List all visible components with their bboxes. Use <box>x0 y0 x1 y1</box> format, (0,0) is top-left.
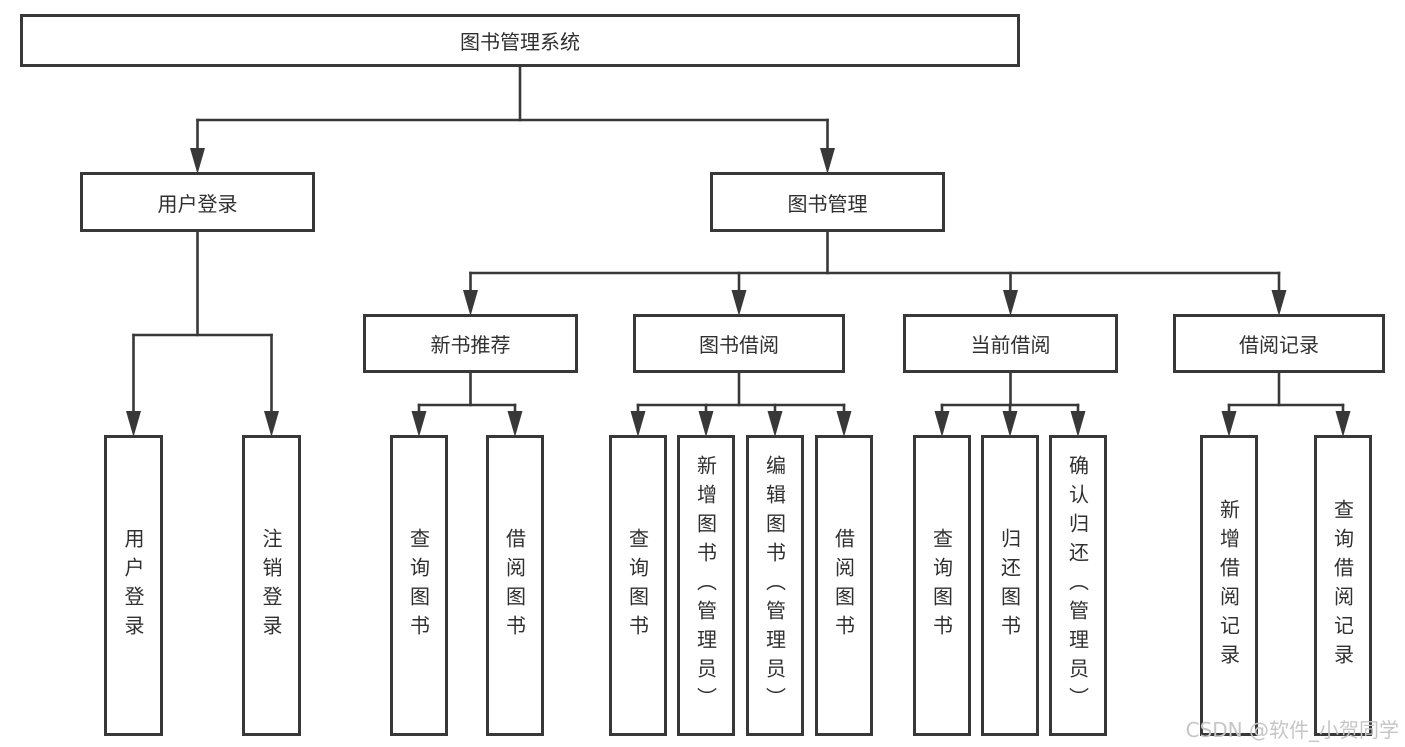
node-user-login: 用户登录 <box>80 172 315 232</box>
connector-arrowhead-icon <box>767 411 783 437</box>
connector-arrowhead-icon <box>411 411 427 437</box>
node-logout: 注销登录 <box>242 435 301 736</box>
connector-arrowhead-icon <box>1003 290 1018 316</box>
connector-arrowhead-icon <box>1221 411 1237 437</box>
connector-arrowhead-icon <box>1271 290 1287 316</box>
connector-arrowhead-icon <box>1335 411 1351 437</box>
node-borrow-records: 借阅记录 <box>1173 314 1385 373</box>
connector-arrowhead-icon <box>698 411 714 437</box>
node-confirm-return: 确认归还（管理员） <box>1049 435 1107 736</box>
csdn-watermark: CSDN @软件_小贺同学 <box>1185 718 1399 742</box>
connector-arrowhead-icon <box>126 411 141 437</box>
node-query-books-3: 查询图书 <box>913 435 971 736</box>
node-query-books-2: 查询图书 <box>609 435 667 736</box>
connector-arrowhead-icon <box>836 411 852 437</box>
node-current-borrow: 当前借阅 <box>903 314 1118 373</box>
node-borrow-books-1: 借阅图书 <box>486 435 544 736</box>
connector-arrowhead-icon <box>934 411 950 437</box>
connector-arrowhead-icon <box>264 411 279 437</box>
node-book-mgmt: 图书管理 <box>710 172 945 232</box>
node-query-borrow-record: 查询借阅记录 <box>1314 435 1372 736</box>
node-return-book: 归还图书 <box>981 435 1039 736</box>
connector-arrowhead-icon <box>1070 411 1086 437</box>
node-edit-book: 编辑图书（管理员） <box>746 435 804 736</box>
connector-arrowhead-icon <box>731 290 747 316</box>
node-add-book: 新增图书（管理员） <box>677 435 735 736</box>
connector-arrowhead-icon <box>820 148 835 174</box>
node-user-login-leaf: 用户登录 <box>104 435 163 736</box>
connector-arrowhead-icon <box>630 411 646 437</box>
connector-arrowhead-icon <box>507 411 523 437</box>
node-root: 图书管理系统 <box>20 14 1020 67</box>
connector-arrowhead-icon <box>1002 411 1018 437</box>
connector-arrowhead-icon <box>463 290 478 316</box>
connector-arrowhead-icon <box>190 148 205 174</box>
node-add-borrow-record: 新增借阅记录 <box>1200 435 1258 736</box>
node-book-borrow: 图书借阅 <box>633 314 845 373</box>
node-query-books-1: 查询图书 <box>390 435 448 736</box>
node-new-book-rec: 新书推荐 <box>363 314 578 373</box>
node-borrow-books-2: 借阅图书 <box>815 435 873 736</box>
